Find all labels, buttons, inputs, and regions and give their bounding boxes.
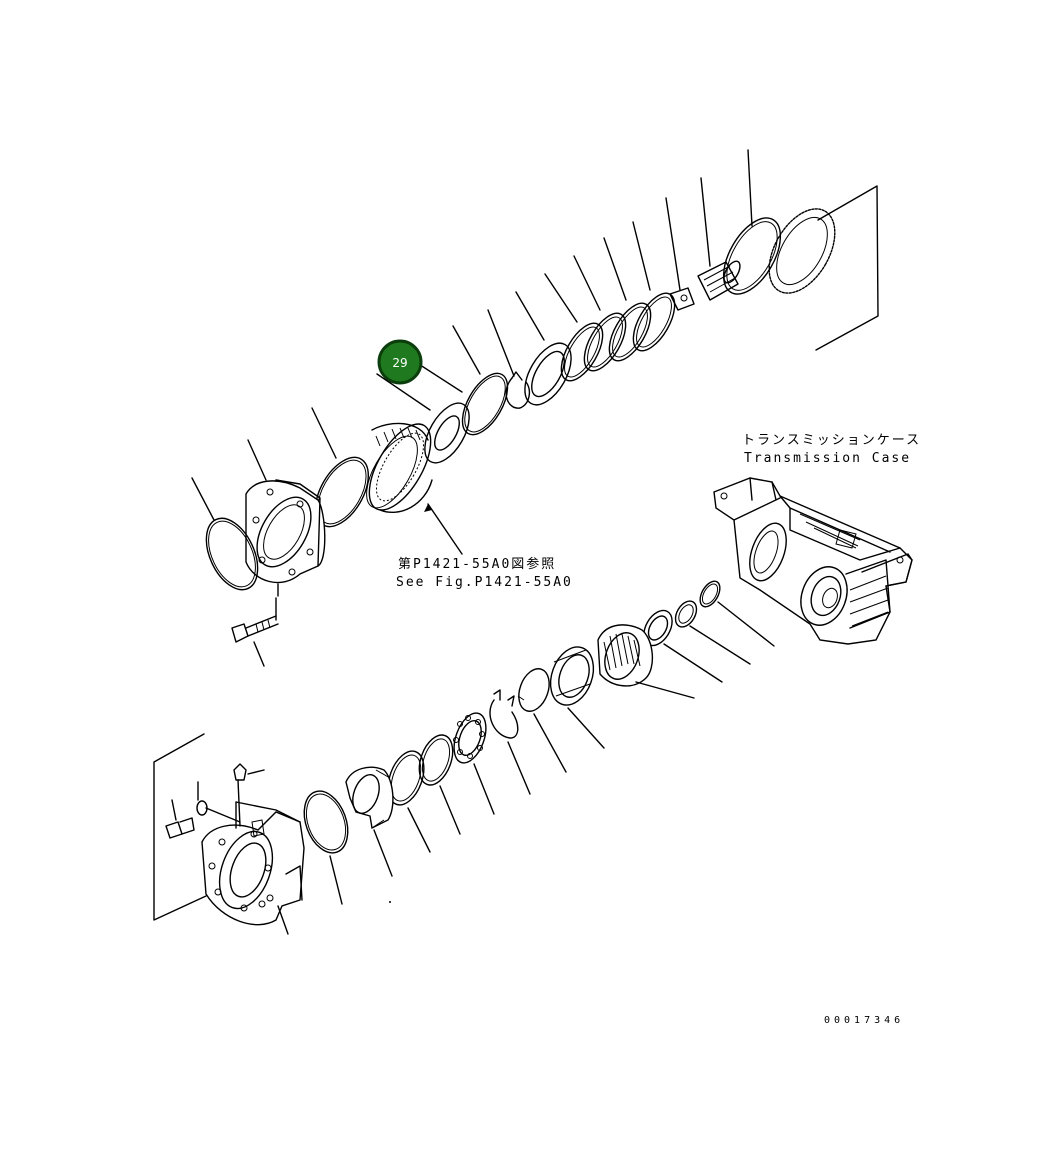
leader-line xyxy=(533,713,567,773)
transmission-case[interactable] xyxy=(713,477,913,645)
speck xyxy=(389,901,391,903)
leader-line xyxy=(277,905,289,935)
leader-line xyxy=(311,407,337,459)
housing-flange-lower[interactable] xyxy=(201,801,305,926)
retainer-part[interactable] xyxy=(345,766,394,830)
leader-line xyxy=(247,439,267,481)
ring-part-2[interactable] xyxy=(625,287,683,357)
leader-line xyxy=(515,291,545,341)
thrust-bearing-part[interactable] xyxy=(448,709,492,767)
transmission-case-label-jp: トランスミッションケース xyxy=(742,433,921,448)
washer-part-small[interactable] xyxy=(196,800,241,823)
leader-line xyxy=(632,221,651,291)
snap-ring-part-3[interactable] xyxy=(513,665,554,716)
ring-part-7[interactable] xyxy=(381,746,430,810)
bolt-part-lower[interactable] xyxy=(165,817,195,839)
see-fig-label-jp: 第P1421-55A0図参照 xyxy=(398,556,556,572)
drawing-number: 00017346 xyxy=(824,1015,904,1026)
callout-29-number: 29 xyxy=(392,356,407,370)
needle-bearing-part[interactable] xyxy=(597,624,653,687)
o-ring-part-5[interactable] xyxy=(296,785,355,859)
housing-flange-upper[interactable] xyxy=(245,479,326,584)
leader-line xyxy=(191,477,215,521)
leader-line xyxy=(329,855,343,905)
ring-part-1[interactable] xyxy=(712,209,792,304)
bearing-race-part[interactable] xyxy=(515,336,580,413)
leader-line xyxy=(473,763,495,815)
leader-line xyxy=(689,625,751,665)
leader-line xyxy=(635,681,695,699)
leader-line xyxy=(253,597,277,667)
friction-disc-part[interactable] xyxy=(756,198,849,305)
transmission-case-label-en: Transmission Case xyxy=(744,451,911,466)
ring-part-6[interactable] xyxy=(413,730,459,789)
thrust-washer-part-29[interactable] xyxy=(416,396,478,470)
leader-line xyxy=(171,799,177,821)
leader-line xyxy=(747,149,753,227)
ring-part-5[interactable] xyxy=(553,317,611,387)
leader-line xyxy=(700,177,711,267)
leader-line xyxy=(665,197,681,291)
leader-line xyxy=(487,309,515,377)
group-bracket-upper xyxy=(815,185,879,351)
leader-line xyxy=(373,829,393,877)
leader-line xyxy=(376,373,431,411)
ring-gear-assembly[interactable] xyxy=(356,414,443,519)
leader-line xyxy=(717,601,775,647)
reference-arrow-line xyxy=(427,503,463,555)
spline-shaft-part[interactable] xyxy=(697,259,743,301)
leader-line xyxy=(663,643,723,683)
leader-line xyxy=(507,741,531,795)
snap-ring-part[interactable] xyxy=(505,371,531,409)
leader-line xyxy=(544,273,578,323)
grease-fitting-part[interactable] xyxy=(233,763,265,827)
bolt-part-upper[interactable] xyxy=(231,615,279,643)
group-bracket-lower xyxy=(153,733,207,921)
leader-line xyxy=(573,255,601,311)
leader-line xyxy=(439,785,461,835)
snap-ring-part-2[interactable] xyxy=(671,597,701,630)
snap-ring-part-4[interactable] xyxy=(489,689,519,739)
bearing-cup-part[interactable] xyxy=(543,641,601,711)
leader-line xyxy=(452,325,481,375)
leader-line xyxy=(567,707,605,749)
small-snap-ring-part[interactable] xyxy=(669,287,695,311)
o-ring-part-4[interactable] xyxy=(696,578,724,610)
see-fig-label-en: See Fig.P1421-55A0 xyxy=(396,575,573,590)
o-ring-part-3[interactable] xyxy=(196,510,268,597)
leader-line xyxy=(603,237,627,301)
o-ring-part-1[interactable] xyxy=(453,366,516,442)
leader-line xyxy=(407,807,431,853)
callout-29-badge[interactable]: 29 xyxy=(377,339,423,385)
reference-arrow-head xyxy=(424,504,432,512)
ring-part-3[interactable] xyxy=(601,297,659,367)
